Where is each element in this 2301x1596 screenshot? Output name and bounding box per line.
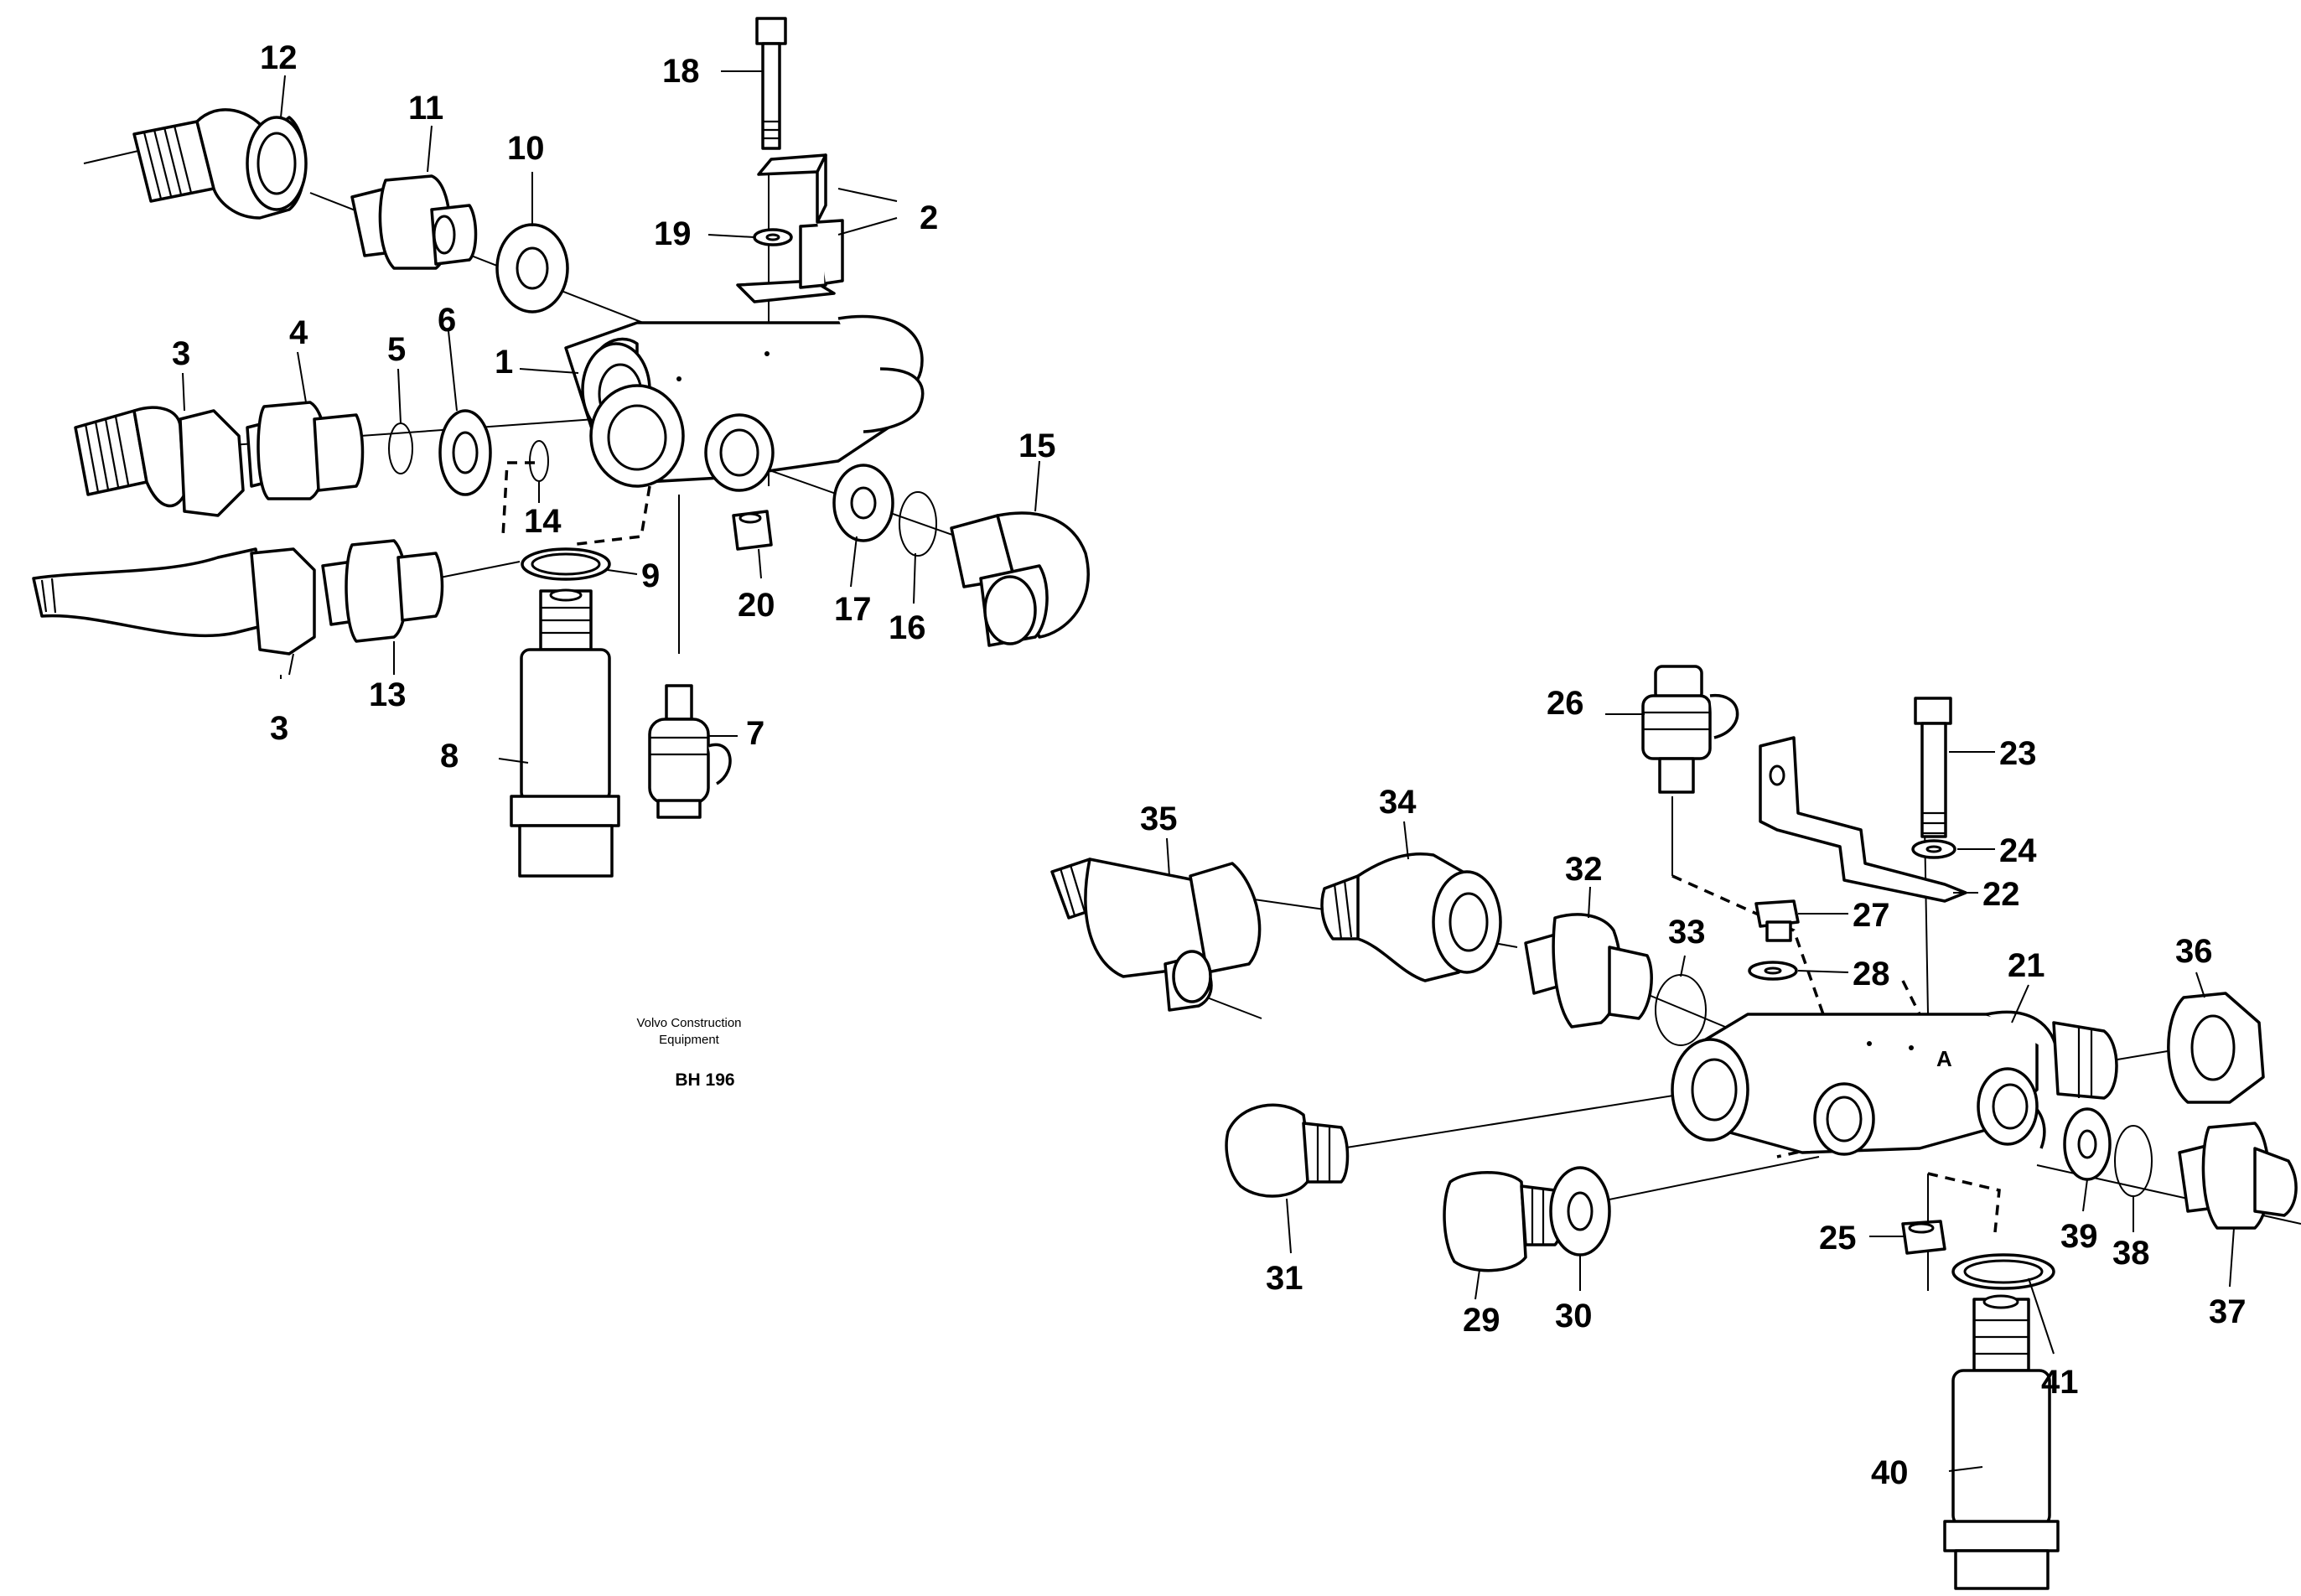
part-35-tee (1050, 858, 1262, 1012)
part-13-union (321, 539, 444, 643)
callout-2: 2 (920, 200, 938, 236)
part-5-o-ring (388, 422, 413, 474)
callout-9: 9 (641, 557, 660, 594)
callout-25: 25 (1819, 1220, 1857, 1257)
callout-38: 38 (2112, 1235, 2150, 1272)
callout-7: 7 (746, 715, 764, 752)
part-41-seal-ring (1951, 1253, 2055, 1290)
part-40-check-valve (1943, 1294, 2060, 1590)
callout-5: 5 (387, 331, 406, 368)
part-27-plug (1754, 899, 1800, 942)
drawing-code: BH 196 (675, 1070, 734, 1090)
assembly-b: A (1050, 665, 2301, 1590)
assembly-b-leader-lines (1166, 713, 2235, 1472)
callout-14: 14 (524, 503, 562, 540)
callout-40: 40 (1871, 1454, 1909, 1491)
part-15-elbow (950, 511, 1091, 647)
callout-21: 21 (2008, 947, 2045, 984)
callout-27: 27 (1853, 897, 1890, 934)
part-block-right-nipple (2052, 1021, 2118, 1100)
part-3-elbow-upper (74, 406, 245, 517)
caption-division: Equipment (659, 1033, 720, 1047)
callout-13: 13 (369, 676, 407, 713)
callout-24: 24 (1999, 832, 2037, 869)
callout-17: 17 (834, 591, 872, 628)
part-33-o-ring (1655, 974, 1707, 1046)
part-17-washer (832, 464, 894, 542)
callout-37: 37 (2209, 1293, 2247, 1330)
assembly-a-leader-lines (182, 70, 1040, 764)
part-39-washer (2063, 1107, 2112, 1181)
part-38-o-ring (2114, 1125, 2153, 1197)
callout-3-upper: 3 (172, 335, 190, 372)
callout-34: 34 (1379, 784, 1417, 821)
callout-33: 33 (1668, 914, 1706, 951)
part-26-test-nipple (1641, 665, 1739, 794)
part-10-washer (495, 223, 569, 314)
callout-29: 29 (1463, 1302, 1500, 1339)
callout-23: 23 (1999, 735, 2037, 772)
caption-company: Volvo Construction (636, 1016, 741, 1030)
part-31-plug (1225, 1103, 1350, 1198)
part-8-check-valve (510, 588, 620, 878)
part-32-union (1524, 913, 1653, 1029)
part-24-washer (1911, 839, 1956, 859)
part-2-bracket (736, 153, 844, 303)
callout-12: 12 (260, 39, 298, 76)
callout-31: 31 (1266, 1260, 1303, 1297)
part-30-washer (1549, 1166, 1611, 1257)
callout-39: 39 (2060, 1218, 2098, 1255)
callout-11: 11 (408, 90, 443, 127)
assembly-b-callouts: 26 23 24 22 27 28 35 34 32 33 21 36 39 3… (1140, 685, 2247, 1491)
callout-41: 41 (2041, 1364, 2079, 1401)
part-23-bolt (1914, 697, 1952, 838)
part-1-valve-block (564, 314, 925, 492)
part-14-o-ring (529, 440, 549, 482)
callout-6: 6 (438, 302, 456, 339)
part-7-test-nipple (648, 684, 732, 819)
callout-18: 18 (662, 53, 700, 90)
part-18-bolt (755, 17, 787, 150)
part-11-union (350, 174, 478, 270)
callout-28: 28 (1853, 956, 1890, 992)
callout-15: 15 (1018, 428, 1056, 464)
part-21-valve-block: A (1671, 1010, 2060, 1156)
part-12-elbow (132, 108, 308, 220)
part-28-washer (1748, 961, 1798, 981)
assembly-a: 12 11 10 18 2 19 1 3 4 5 6 14 9 3 13 15 … (32, 17, 1091, 878)
part-37-union (2178, 1122, 2298, 1230)
part-25-nut (1901, 1220, 1946, 1255)
callout-8: 8 (440, 738, 459, 775)
part-3-pipe-lower (32, 547, 316, 656)
callout-4: 4 (289, 314, 308, 351)
callout-10: 10 (507, 130, 545, 167)
callout-26: 26 (1547, 685, 1584, 722)
callout-3-lower: 3 (270, 710, 288, 747)
port-a-label: A (1936, 1046, 1952, 1071)
assembly-a-callouts: 12 11 10 18 2 19 1 3 4 5 6 14 9 3 13 15 … (172, 39, 1056, 775)
part-9-seal-ring (521, 547, 611, 581)
callout-22: 22 (1982, 876, 2020, 913)
callout-35: 35 (1140, 801, 1178, 837)
callout-20: 20 (738, 587, 775, 624)
callout-32: 32 (1565, 851, 1603, 888)
part-4-union (246, 401, 365, 500)
part-29-plug (1443, 1171, 1563, 1272)
part-36-cap-nut (2167, 992, 2265, 1104)
part-20-nut (732, 510, 773, 551)
callout-16: 16 (889, 609, 926, 646)
diagram-caption: Volvo Construction Equipment BH 196 (636, 1016, 741, 1090)
part-16-o-ring (899, 491, 937, 557)
part-6-washer (438, 409, 492, 496)
part-34-elbow (1320, 852, 1502, 982)
callout-36: 36 (2175, 933, 2213, 970)
callout-1: 1 (495, 344, 513, 381)
callout-19: 19 (654, 215, 692, 252)
callout-30: 30 (1555, 1298, 1593, 1334)
part-19-washer (753, 228, 793, 246)
